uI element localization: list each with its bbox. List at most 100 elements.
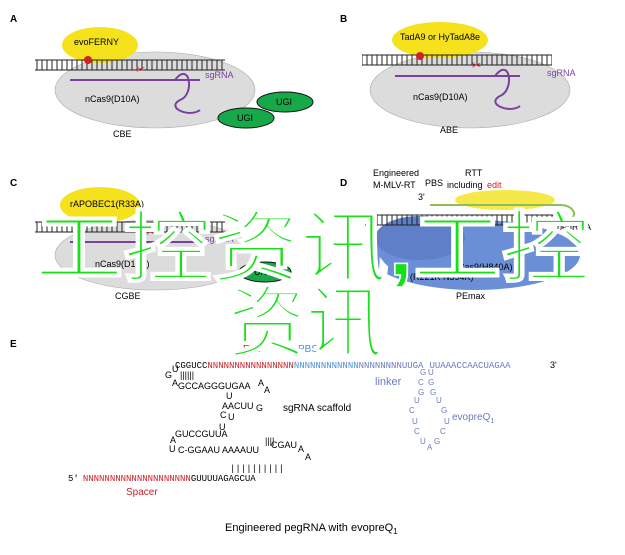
spacer-stem-marks: |||||||||| [230,464,284,474]
svg-text:A: A [170,435,176,445]
dna-top-strand [35,222,225,232]
svg-text:G: G [418,388,424,397]
cas-label: nCas9(D10A) [95,259,150,269]
watermark: 工控资讯,工控 资讯 [34,203,591,368]
svg-text:GCCAGGGUGAA: GCCAGGGUGAA [178,381,251,391]
dna-top-strand [365,215,555,225]
svg-text:U: U [444,417,450,426]
panel-e-caption: Engineered pegRNA with evopreQ1 [225,522,398,536]
panel-e: E RTT PBS CGGUCCNNNNNNNNNNNNNNNNNNNNNNNN… [10,339,557,536]
panel-b-name: ABE [440,125,458,135]
svg-text:U: U [172,364,179,374]
svg-text:G: G [420,368,426,377]
svg-text:G: G [428,378,434,387]
cas9-ellipse [54,219,256,291]
svg-text:G: G [256,403,263,413]
svg-text:GUCCGUUA: GUCCGUUA [175,429,228,439]
cas-label: nCas9(D10A) [413,92,468,102]
cas-label: nCas9(H840A) [453,262,513,272]
panel-b: B TadA9 or HyTadA8e sgRNA ✂ nCas9(D10A) … [340,14,576,135]
svg-text:C: C [409,406,415,415]
linker-seq: NNNNNNNNUUGA [359,361,424,371]
caption-text: Engineered pegRNA with evopreQ [225,522,394,534]
top-sequence: CGGUCCNNNNNNNNNNNNNNNNNNNNNNNNNNNNNNNNNN… [175,361,511,371]
svg-text:C: C [220,410,227,420]
rt-label-2: M-MLV-RT [373,180,416,190]
svg-text:U: U [428,368,434,377]
svg-text:U: U [228,412,235,422]
deaminase-ellipse [392,22,488,58]
svg-text:CGAU: CGAU [271,440,297,450]
scissors-icon: ✂ [136,64,145,76]
svg-text:U: U [414,396,420,405]
svg-text:C: C [414,427,420,436]
top-seq-black: CGGUCC [175,361,208,371]
svg-text:||||||: |||||| [180,370,194,380]
deaminase-ellipse [60,187,140,223]
svg-text:U: U [412,417,418,426]
panel-c: C rAPOBEC1(R33A) sgRNA ✂ nCas9(D10A) UNG… [10,178,292,301]
top-seq-red: NNNNNNNNNNNNNNNN [207,361,293,371]
sgrna-label: sgRNA [205,70,234,80]
svg-text:A: A [264,385,270,395]
pegrna-line [430,204,575,223]
caption-sub: 1 [393,527,398,536]
evopreq-sub: 1 [490,418,494,425]
sgrna-loop [174,72,201,114]
ung-label: UNG [254,267,274,277]
panel-a-name: CBE [113,129,132,139]
linker-label: linker [375,376,402,388]
svg-text:G: G [441,406,447,415]
svg-text:U: U [219,422,226,432]
spacer-tail: GUUUUAGAGCUA [191,474,256,484]
scissors-icon: ✂ [146,227,155,239]
panel-b-letter: B [340,14,347,25]
svg-text:G: G [165,370,172,380]
svg-text:A: A [305,452,311,462]
rt-variant-label: (R221K N394K) [410,272,474,282]
rt-ellipse [375,216,465,260]
svg-text:G: G [430,388,436,397]
enzyme-label: rAPOBEC1(R33A) [70,199,144,209]
ung-ellipse [238,261,292,283]
top-seq-blue: NNNNNNNNNNNN [294,361,359,371]
dna-top-strand [362,55,552,65]
three-prime-label: 3' [550,360,557,370]
panel-a-letter: A [10,14,17,25]
svg-text:AACUU: AACUU [222,401,254,411]
deaminase-ellipse [62,27,138,63]
spacer-label: Spacer [126,487,158,498]
five-prime-label: 5' [68,474,79,484]
sgrna-label: sgRNA [205,234,234,244]
rtt-label-2a: including [447,180,483,190]
watermark-line-2: 资讯 [228,279,384,367]
spacer-row: 5' NNNNNNNNNNNNNNNNNNNNGUUUUAGAGCUA [68,474,256,484]
edit-site-icon [84,56,92,64]
panel-c-letter: C [10,178,17,189]
cas9-ellipse [54,51,256,129]
spacer-seq: NNNNNNNNNNNNNNNNNNNN [83,474,191,484]
panel-d-letter: D [340,178,347,189]
pbs-label: PBS [298,344,318,355]
svg-text:A: A [258,378,264,388]
enzyme-label: TadA9 or HyTadA8e [400,32,480,42]
svg-text:A: A [172,378,178,388]
panel-d: D Engineered M-MLV-RT PBS RTT including … [340,168,591,301]
edit-site-icon [416,52,424,60]
panel-e-letter: E [10,339,17,350]
cas-label: nCas9(D10A) [85,94,140,104]
panel-c-name: CGBE [115,291,141,301]
svg-text:C: C [440,427,446,436]
svg-text:U: U [226,391,233,401]
sgrna-loop [494,68,521,110]
evopreq-label: evopreQ1 [452,412,494,425]
ugi-ellipse-2 [217,107,275,129]
enzyme-label: evoFERNY [74,37,119,47]
panel-d-name: PEmax [456,291,486,301]
rtt-label-1: RTT [465,168,483,178]
ugi-label-1: UGI [276,97,292,107]
svg-text:C: C [418,378,424,387]
